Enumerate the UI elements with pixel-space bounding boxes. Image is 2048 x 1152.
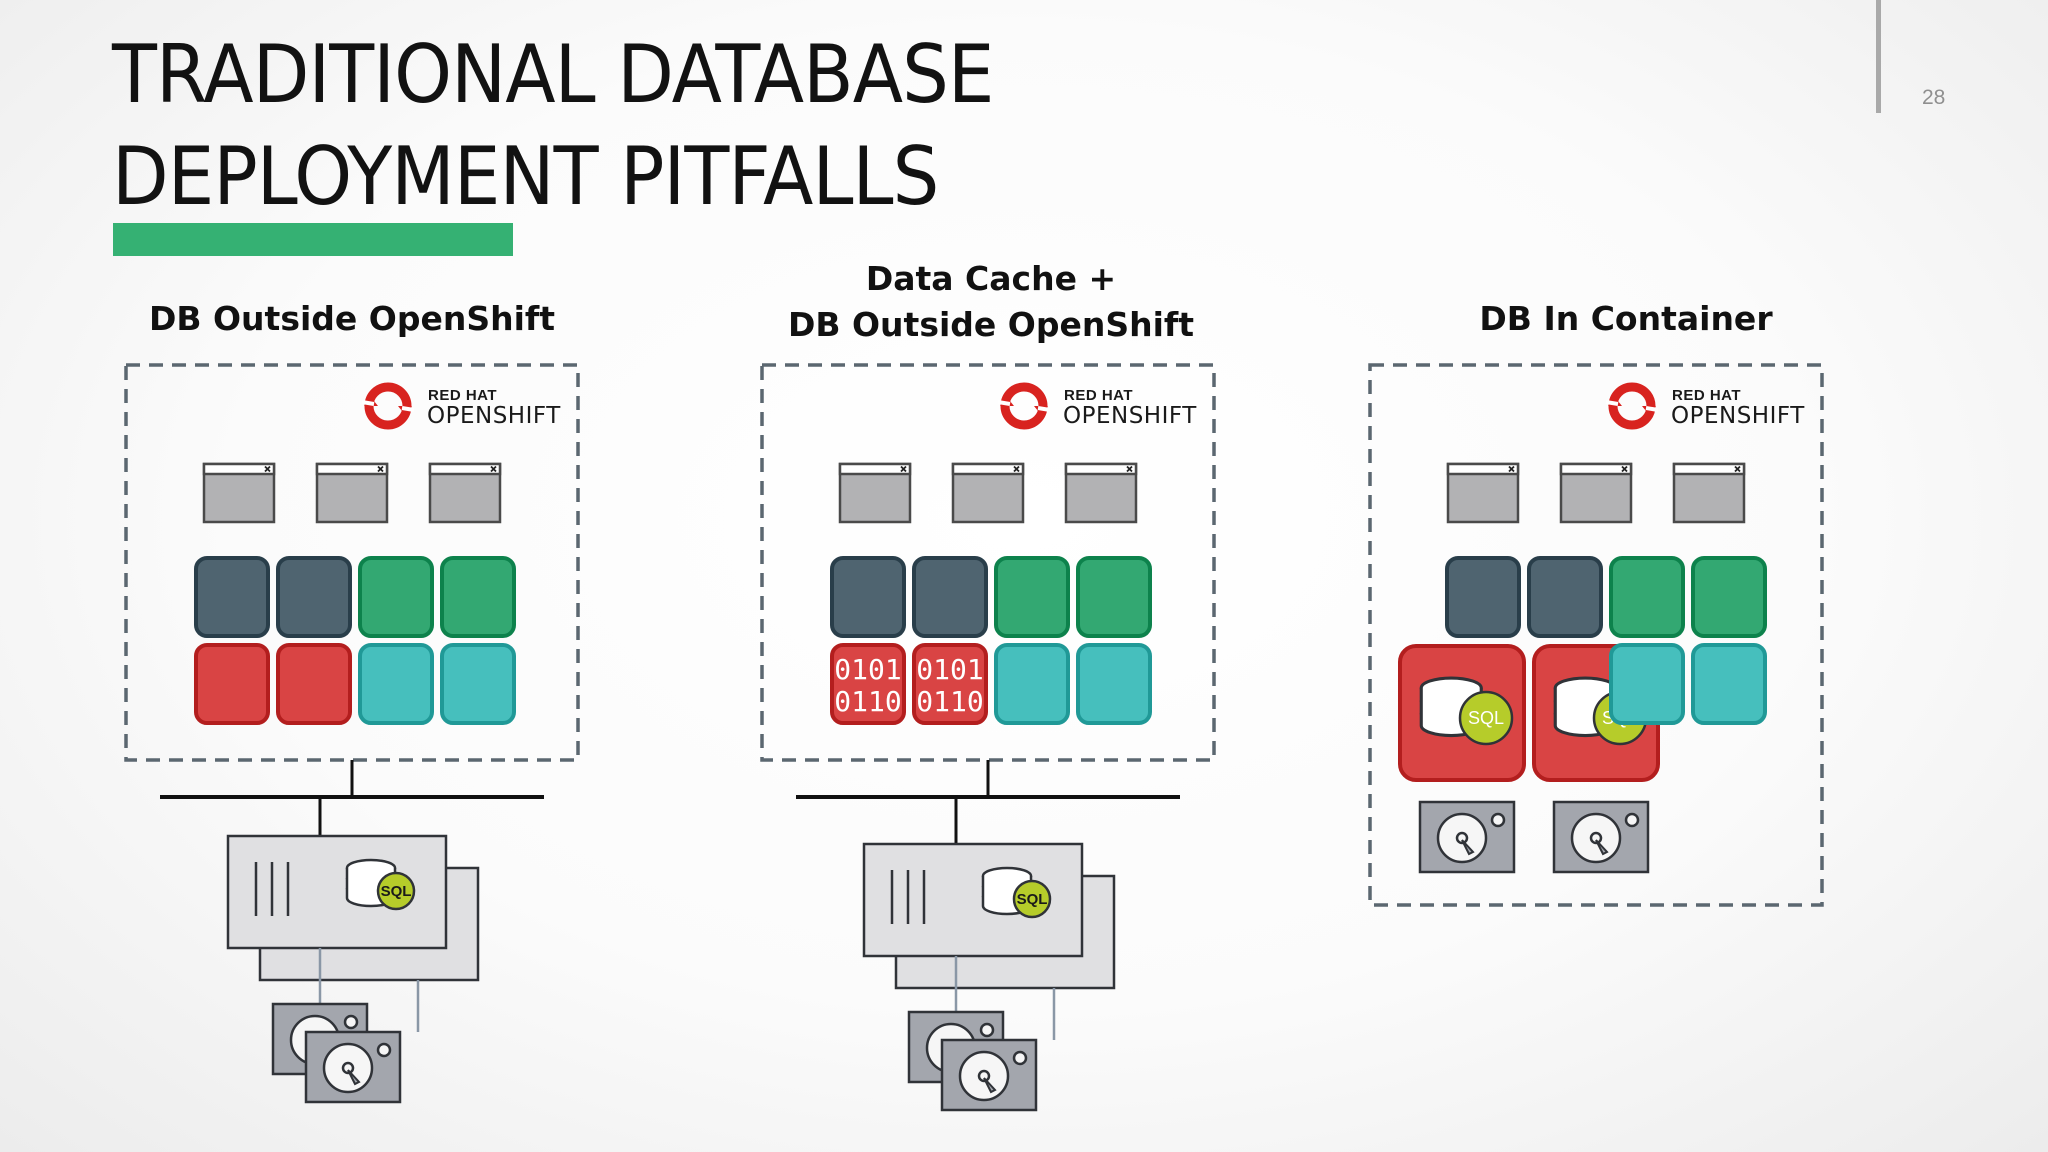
- panel-heading-db-outside: DB Outside OpenShift: [148, 299, 556, 338]
- app-window-icon: [428, 462, 502, 524]
- green-tile: [994, 556, 1070, 638]
- sql-badge-icon: [376, 871, 416, 911]
- disk-icon: [1418, 800, 1516, 874]
- slate-tile: [830, 556, 906, 638]
- logo-openshift-text: OPENSHIFT: [1671, 403, 1805, 429]
- panel-heading-cache-line1: Data Cache +: [865, 259, 1117, 298]
- binary-cache-tile: [912, 643, 988, 725]
- openshift-cluster-boundary: [760, 363, 1216, 762]
- app-window-icon: [1064, 462, 1138, 524]
- slate-tile: [276, 556, 352, 638]
- panel-heading-db-in-container: DB In Container: [1479, 299, 1773, 338]
- teal-tile: [994, 643, 1070, 725]
- sql-badge-label: SQL: [1468, 708, 1504, 728]
- slate-tile: [912, 556, 988, 638]
- teal-tile: [1609, 643, 1685, 725]
- panel-2: RED HATOPENSHIFTSQLSQL: [1368, 363, 1824, 907]
- slide-number-divider: [1876, 0, 1881, 113]
- sql-badge-label: SQL: [381, 883, 412, 900]
- slide-number: 28: [1922, 86, 1946, 109]
- teal-tile: [1076, 643, 1152, 725]
- slide-title: TRADITIONAL DATABASE DEPLOYMENT PITFALLS: [112, 24, 994, 228]
- slate-tile: [1445, 556, 1521, 638]
- slate-tile: [194, 556, 270, 638]
- title-accent-bar: [113, 223, 513, 256]
- disk-icon: [940, 1038, 1038, 1112]
- red-tile: [276, 643, 352, 725]
- openshift-cluster-boundary: [1368, 363, 1824, 907]
- sql-badge-icon: [1012, 879, 1052, 919]
- logo-openshift-text: OPENSHIFT: [427, 403, 561, 429]
- binary-text-line-1: 0101: [834, 653, 901, 686]
- binary-text-line-2: 0110: [834, 685, 901, 718]
- logo-red-hat-text: RED HAT: [1064, 387, 1133, 404]
- app-window-icon: [315, 462, 389, 524]
- app-window-icon: [951, 462, 1025, 524]
- app-window-icon: [838, 462, 912, 524]
- green-tile: [1691, 556, 1767, 638]
- red-tile: [194, 643, 270, 725]
- disk-icon: [1552, 800, 1650, 874]
- green-tile: [440, 556, 516, 638]
- slate-tile: [1527, 556, 1603, 638]
- app-window-icon: [1672, 462, 1746, 524]
- panel-heading-cache-line2: DB Outside OpenShift: [787, 305, 1195, 344]
- logo-openshift-text: OPENSHIFT: [1063, 403, 1197, 429]
- app-window-icon: [202, 462, 276, 524]
- app-window-icon: [1446, 462, 1520, 524]
- green-tile: [1076, 556, 1152, 638]
- teal-tile: [440, 643, 516, 725]
- binary-cache-tile: [830, 643, 906, 725]
- teal-tile: [358, 643, 434, 725]
- binary-text-line-2: 0110: [916, 685, 983, 718]
- green-tile: [358, 556, 434, 638]
- logo-red-hat-text: RED HAT: [428, 387, 497, 404]
- sql-badge-icon: [1458, 690, 1514, 746]
- disk-icon: [304, 1030, 402, 1104]
- logo-red-hat-text: RED HAT: [1672, 387, 1741, 404]
- app-window-icon: [1559, 462, 1633, 524]
- sql-badge-label: SQL: [1017, 891, 1048, 908]
- teal-tile: [1691, 643, 1767, 725]
- binary-text-line-1: 0101: [916, 653, 983, 686]
- slide-title-line-2: DEPLOYMENT PITFALLS: [112, 130, 939, 223]
- slide-title-line-1: TRADITIONAL DATABASE: [112, 28, 994, 121]
- green-tile: [1609, 556, 1685, 638]
- openshift-cluster-boundary: [124, 363, 580, 762]
